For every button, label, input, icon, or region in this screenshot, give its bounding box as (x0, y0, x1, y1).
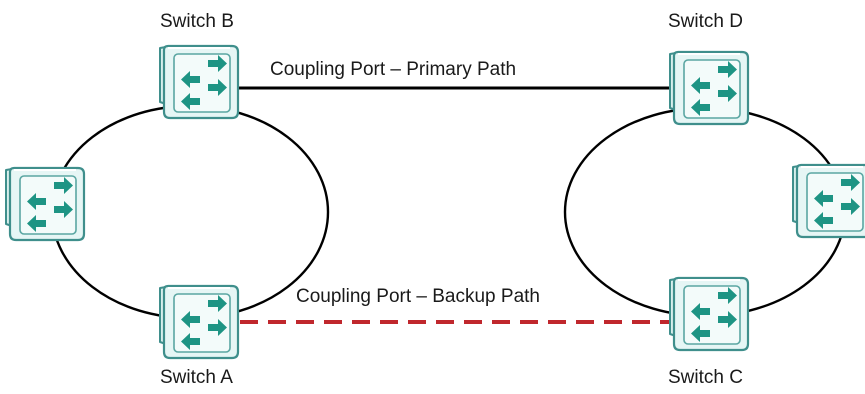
switch-c-icon (668, 276, 750, 352)
switch-right-icon (791, 163, 865, 239)
switch-b-label: Switch B (160, 11, 234, 32)
switch-c-label: Switch C (668, 367, 743, 388)
switch-b-icon (158, 44, 240, 120)
primary-path-label: Coupling Port – Primary Path (270, 59, 517, 80)
switch-a-icon (158, 284, 240, 360)
backup-path-label: Coupling Port – Backup Path (296, 286, 540, 307)
switch-a-label: Switch A (160, 367, 233, 388)
switch-d-label: Switch D (668, 11, 743, 32)
switch-d-icon (668, 50, 750, 126)
switch-left-icon (4, 166, 86, 242)
